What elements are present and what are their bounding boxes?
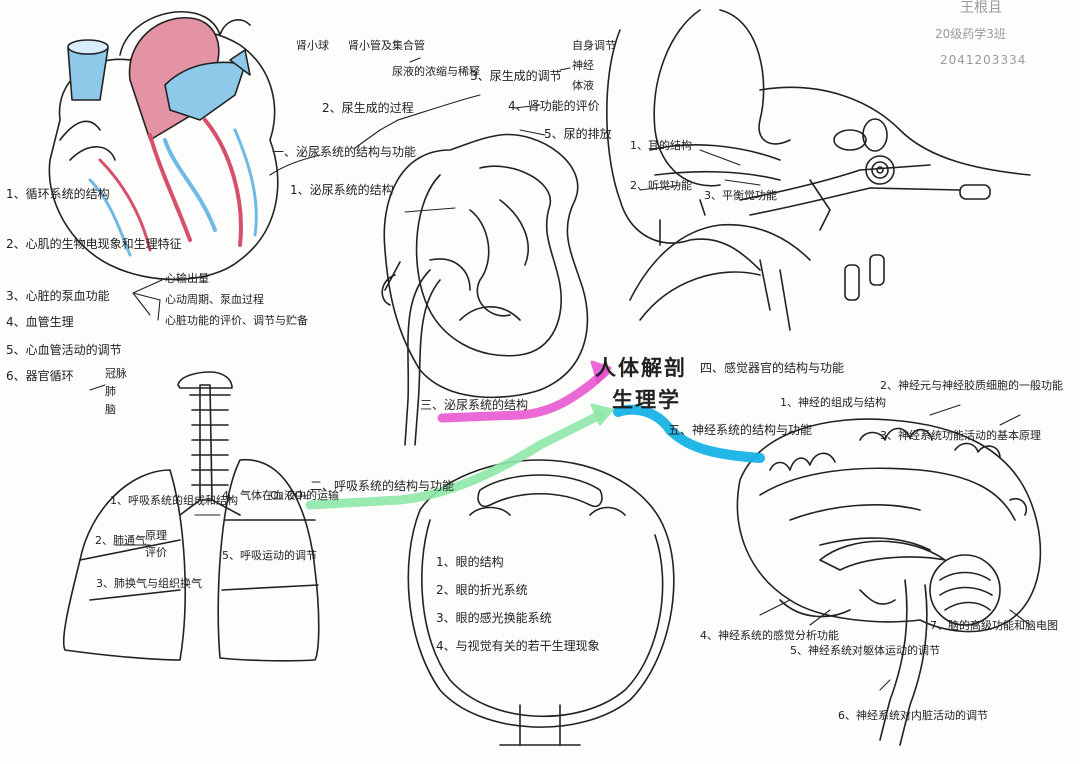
ear-item-3: 3、平衡觉功能 — [704, 189, 777, 202]
circ-item-4: 4、血管生理 — [6, 315, 74, 329]
nerv-item-1: 1、神经的组成与结构 — [780, 396, 886, 409]
urin-reg-sub-3: 体液 — [572, 79, 594, 92]
urin-reg-sub-2: 神经 — [572, 59, 594, 72]
eye-item-3: 3、眼的感光换能系统 — [436, 611, 552, 625]
heart-drawing — [48, 10, 279, 281]
class-label: 20级药学3班 — [935, 27, 1006, 41]
circ-item-3: 3、心脏的泵血功能 — [6, 289, 110, 303]
circ-pump-sub-2: 心动周期、泵血过程 — [165, 293, 264, 306]
circ-item-1: 1、循环系统的结构 — [6, 187, 110, 201]
highlighter-arrows — [305, 360, 765, 510]
map-title-physiology: 生理学 — [612, 388, 681, 412]
nerv-item-6: 6、神经系统对内脏活动的调节 — [838, 709, 988, 722]
urin-reg-sub-1: 自身调节 — [572, 39, 616, 52]
eye-item-2: 2、眼的折光系统 — [436, 583, 528, 597]
eye-item-1: 1、眼的结构 — [436, 555, 504, 569]
resp-section-title: 二、呼吸系统的结构与功能 — [310, 479, 455, 493]
urin-item-3: 3、尿生成的调节 — [470, 69, 562, 83]
nerv-item-2: 2、神经元与神经胶质细胞的一般功能 — [880, 379, 1063, 392]
resp-vent-sub-1: 原理 — [145, 529, 167, 542]
urin-item-1: 1、泌尿系统的结构 — [290, 183, 394, 197]
magenta-arrow — [437, 367, 610, 423]
urin-footer-label: 三、泌尿系统的结构 — [420, 398, 529, 412]
resp-item-3: 3、肺换气与组织换气 — [96, 577, 202, 590]
nerv-item-5: 5、神经系统对躯体运动的调节 — [790, 644, 940, 657]
resp-item-1: 1、呼吸系统的组成和结构 — [110, 494, 238, 507]
eye-drawing — [407, 459, 675, 746]
ear-drawing — [606, 9, 1031, 331]
nerv-item-3: 3、神经系统功能活动的基本原理 — [880, 429, 1041, 442]
kidney-drawing — [381, 133, 589, 446]
pulmonary-trunk — [164, 61, 246, 121]
circ-organ-sub-3: 脑 — [105, 403, 116, 416]
section-4-label: 四、感觉器官的结构与功能 — [700, 361, 845, 375]
circ-organ-sub-2: 肺 — [105, 385, 116, 398]
urin-process-sub-3: 尿液的浓缩与稀释 — [392, 65, 480, 78]
urin-process-sub-2: 肾小管及集合管 — [348, 39, 425, 52]
circ-item-2: 2、心肌的生物电现象和生理特征 — [6, 237, 182, 251]
urin-item-4: 4、肾功能的评价 — [508, 99, 600, 113]
urin-item-2: 2、尿生成的过程 — [322, 101, 414, 115]
student-id: 2041203334 — [940, 53, 1027, 67]
circ-pump-sub-3: 心脏功能的评价、调节与贮备 — [165, 314, 308, 327]
green-arrow — [305, 410, 605, 510]
resp-item-2: 2、肺通气 — [95, 534, 146, 547]
circ-organ-sub-1: 冠脉 — [105, 367, 127, 380]
lungs-drawing — [62, 371, 320, 662]
resp-item-4: 4、气体在血液中的运输 — [222, 489, 339, 502]
circ-item-6: 6、器官循环 — [6, 369, 74, 383]
nerv-item-7: 7、脑的高级功能和脑电图 — [930, 619, 1058, 632]
author-name: 王根且 — [960, 0, 1002, 16]
resp-gas-sub: O₂ CO₂ — [270, 489, 308, 502]
ear-item-1: 1、耳的结构 — [630, 139, 692, 152]
cyan-arrow — [613, 404, 765, 463]
circ-pump-sub-1: 心输出量 — [165, 272, 209, 285]
map-title-anatomy: 人体解剖 — [595, 356, 687, 380]
brain-drawing — [736, 418, 1042, 746]
nerv-item-4: 4、神经系统的感觉分析功能 — [700, 629, 839, 642]
resp-item-5: 5、呼吸运动的调节 — [222, 549, 317, 562]
resp-vent-sub-2: 评价 — [145, 546, 167, 559]
urin-process-sub-1: 肾小球 — [296, 39, 329, 52]
urin-item-5: 5、尿的排放 — [544, 127, 612, 141]
urin-section-title: 一、泌尿系统的结构与功能 — [272, 145, 417, 159]
eye-item-4: 4、与视觉有关的若干生理现象 — [436, 639, 600, 653]
connector-lines — [89, 57, 1031, 691]
circ-item-5: 5、心血管活动的调节 — [6, 343, 122, 357]
ear-item-2: 2、听觉功能 — [630, 179, 692, 192]
section-5-label: 五、神经系统的结构与功能 — [668, 423, 813, 437]
